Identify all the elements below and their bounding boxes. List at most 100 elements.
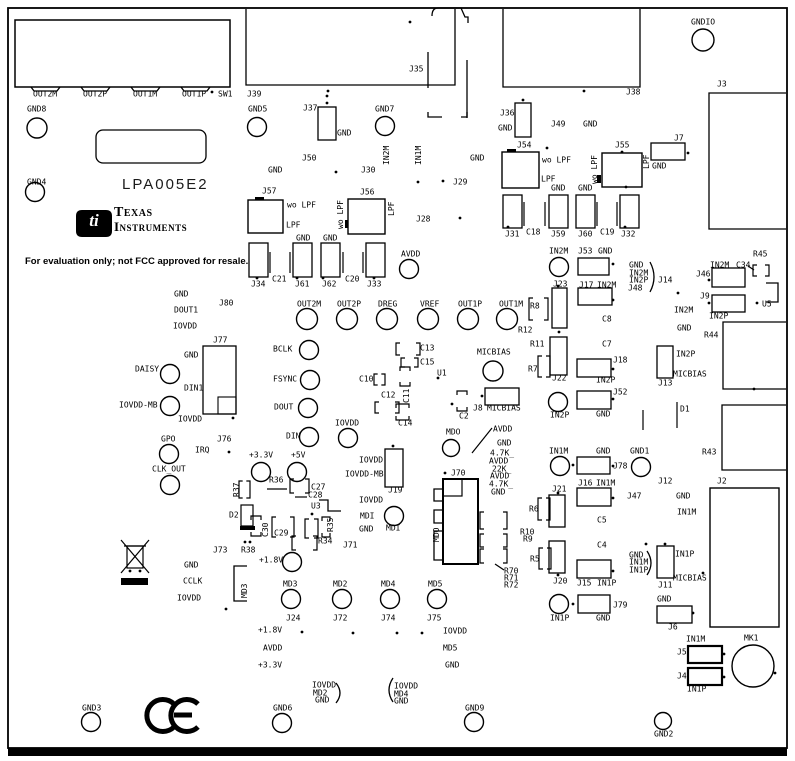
label-j16: J16: [578, 479, 593, 488]
testpoint-md3: [280, 588, 302, 610]
testpoint-mdo: [441, 438, 461, 458]
label-gnd: GND: [184, 351, 199, 360]
label-j8: J8: [473, 404, 483, 413]
label-j17: J17: [579, 281, 594, 290]
label-gnd: GND: [578, 184, 593, 193]
label-j7: J7: [674, 134, 684, 143]
label-j14: J14: [658, 276, 673, 285]
part-j2: [709, 487, 780, 628]
passive-outline: [291, 535, 296, 551]
label-gnd: GND: [652, 162, 667, 171]
silk-path: [433, 530, 443, 561]
label-iovdd-mb: IOVDD-MB: [345, 470, 384, 479]
pin1-dot: [755, 301, 759, 305]
label-j37: J37: [303, 104, 318, 113]
label-c13: C13: [420, 344, 435, 353]
label-c34: C34: [736, 261, 751, 270]
passive-outline: [456, 407, 468, 412]
silk-line: [494, 563, 505, 571]
label-dout: DOUT: [274, 403, 293, 412]
label-c10: C10: [359, 375, 374, 384]
passive-outline: [479, 533, 484, 548]
board-bottom-edge: [8, 748, 787, 756]
label-j74: J74: [381, 614, 396, 623]
passive-outline: [479, 511, 484, 530]
label-mdi: MDI: [386, 524, 401, 533]
label-iovdd: IOVDD: [443, 627, 467, 636]
label-j34: J34: [251, 280, 266, 289]
pin1-dot: [255, 276, 259, 280]
label-din1: DIN1: [184, 384, 203, 393]
label-in1p: IN1P: [629, 566, 648, 575]
pin1-dot: [351, 631, 355, 635]
label-vref: VREF: [420, 300, 439, 309]
label-j56: J56: [360, 188, 375, 197]
label-md3: MD3: [283, 580, 298, 589]
label-dreg: DREG: [378, 300, 397, 309]
vlabel-md3: MD3: [240, 583, 249, 598]
silk-fill: [507, 149, 516, 152]
label-avdd: AVDD: [493, 425, 512, 434]
label-j36: J36: [500, 109, 515, 118]
pin1-dot: [691, 611, 695, 615]
pin1-dot: [506, 225, 510, 229]
part-j18: [576, 358, 612, 378]
pin1-dot: [611, 569, 615, 573]
part-j31: [502, 194, 523, 229]
silk-path: [461, 112, 468, 118]
label-j70: J70: [451, 469, 466, 478]
passive-outline: [250, 532, 262, 537]
label-gpo: GPO: [161, 435, 176, 444]
passive-outline: [305, 478, 310, 494]
label-wo-lpf: wo LPF: [287, 201, 316, 210]
label-j30: J30: [361, 166, 376, 175]
part-j70: [442, 478, 479, 565]
testpoint-gnd9: [463, 711, 485, 733]
testpoint-in1m: [549, 455, 571, 477]
label-md5: MD5: [428, 580, 443, 589]
pin1-dot: [611, 262, 615, 266]
part-j13: [656, 345, 674, 379]
label-d1: D1: [680, 405, 690, 414]
label-j31: J31: [505, 230, 520, 239]
label-gnd: GND: [445, 661, 460, 670]
part-j9: [711, 294, 746, 313]
part-j32: [619, 194, 640, 229]
silk-path: [130, 86, 161, 92]
pin1-dot: [210, 90, 214, 94]
label-micbias: MICBIAS: [673, 370, 707, 379]
testpoint-mk1: [731, 644, 775, 688]
pin1-dot: [295, 276, 299, 280]
testpoint-bclk: [298, 339, 320, 361]
part-j20: [548, 540, 566, 574]
pin1-dot: [325, 101, 329, 105]
label-j18: J18: [613, 356, 628, 365]
label-j61: J61: [295, 280, 310, 289]
silk-path: [708, 92, 786, 230]
passive-outline: [381, 373, 386, 386]
label-j23: J23: [553, 280, 568, 289]
label-wo-lpf: wo LPF: [542, 156, 571, 165]
label-in2p: IN2P: [596, 376, 615, 385]
label-avdd: AVDD: [490, 472, 509, 481]
vlabel-in1m: IN1M: [414, 146, 423, 165]
label-out1m: OUT1M: [499, 300, 523, 309]
silk-path: [502, 9, 641, 88]
part-j7: [650, 142, 686, 161]
part-j53: [577, 257, 610, 276]
label-j48: J48: [628, 284, 643, 293]
label-r70: R70: [504, 567, 519, 576]
part-j16: [576, 487, 612, 507]
testpoint-md5: [426, 588, 448, 610]
label-r38: R38: [241, 546, 256, 555]
passive-outline: [304, 518, 309, 539]
label-in2m: IN2M: [597, 281, 616, 290]
label-j15: J15: [577, 579, 592, 588]
passive-outline: [246, 480, 251, 499]
testpoint-md2: [331, 588, 353, 610]
vlabel-in2m: IN2M: [382, 146, 391, 165]
pin1-dot: [310, 512, 314, 516]
silk-path: [427, 112, 442, 118]
pin1-dot: [416, 180, 420, 184]
